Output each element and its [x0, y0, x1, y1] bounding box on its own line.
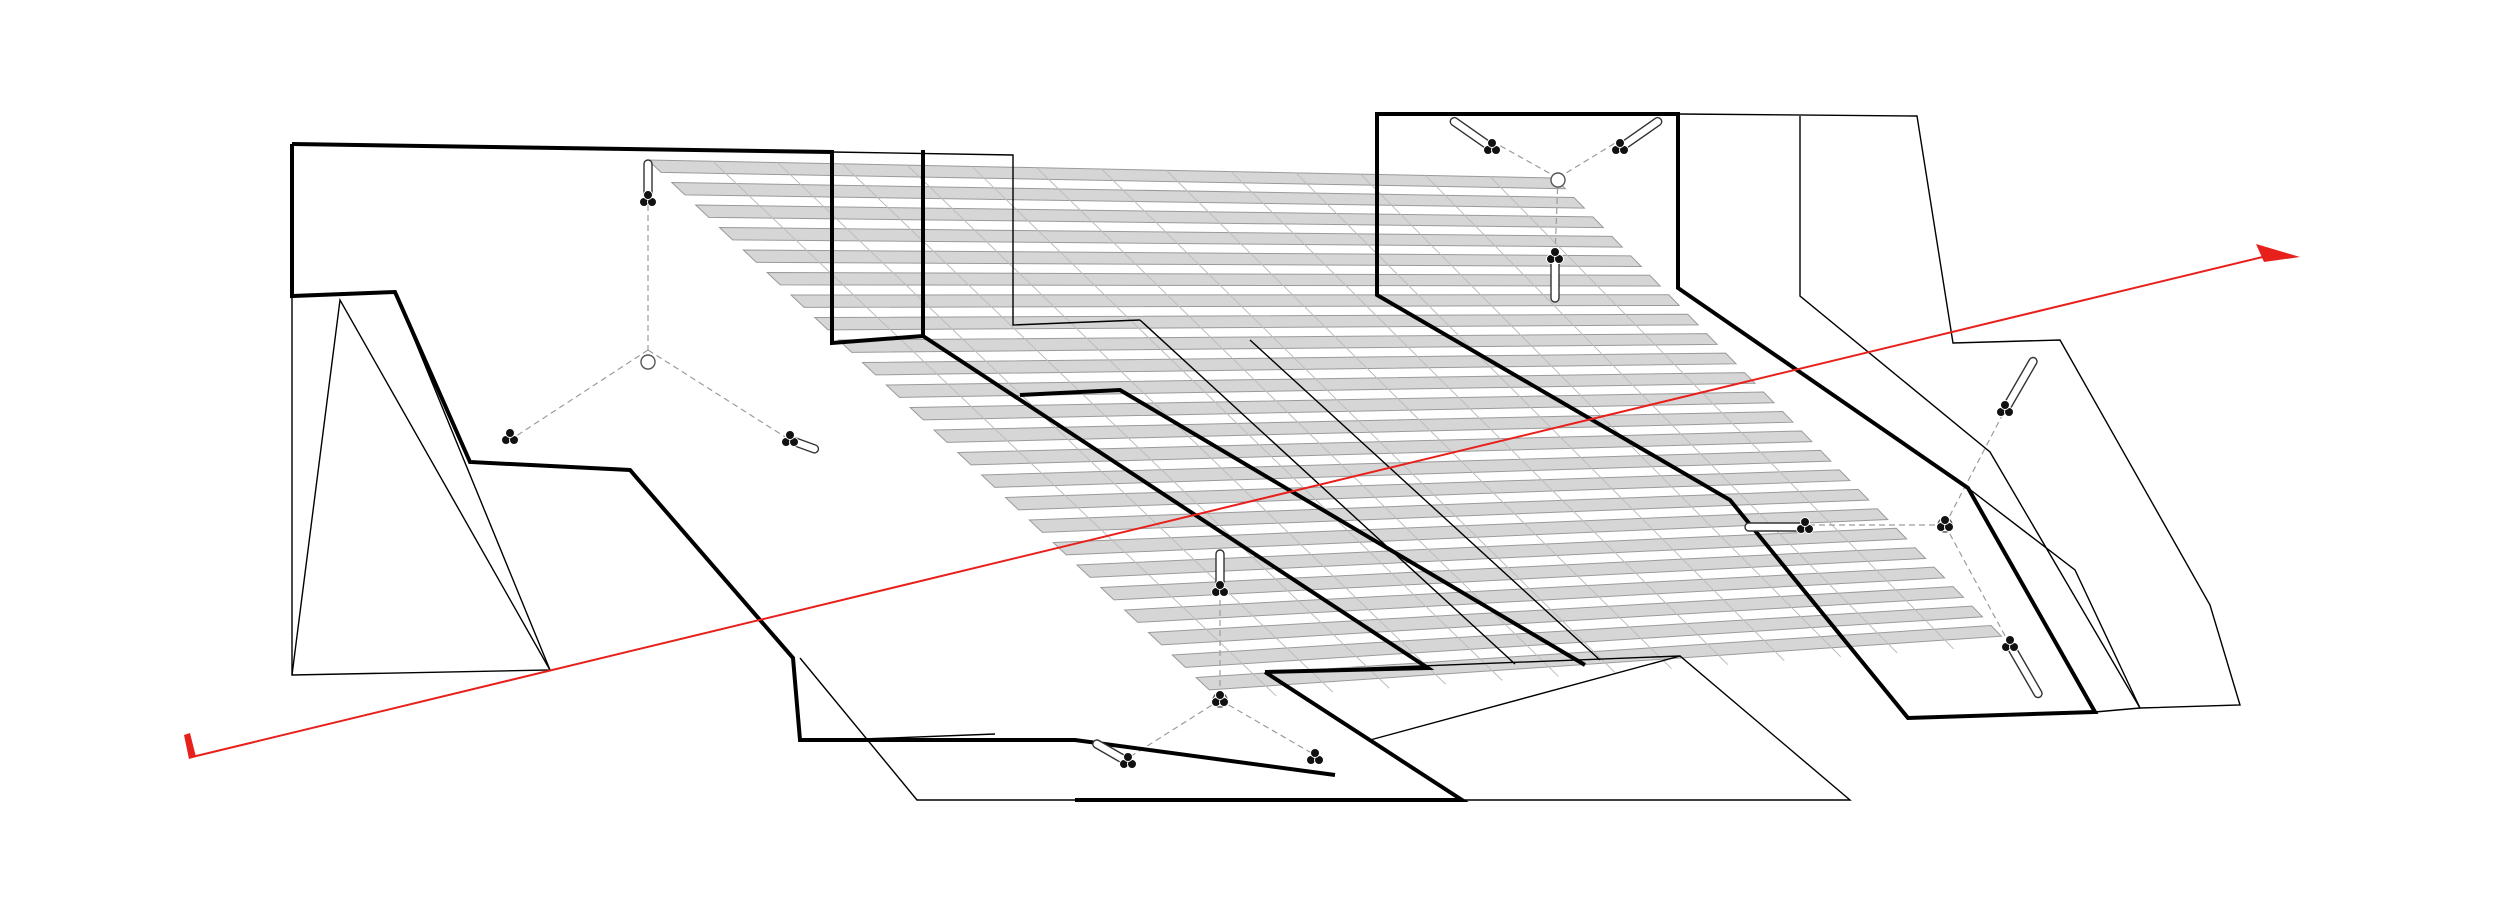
canopy-slat-band [1147, 586, 1965, 646]
center-diagonal-thin-b [1249, 339, 1601, 661]
canopy-slat-band [1051, 508, 1889, 556]
canopy-slats [646, 159, 2003, 697]
tripod-hub [1550, 172, 1566, 188]
center-inner-thick [1019, 387, 1587, 667]
center-plinth-facet [1369, 655, 1681, 741]
support-connector-node [1611, 138, 1629, 155]
support-connector-node [1119, 752, 1137, 769]
support-connector-node [1546, 247, 1564, 264]
cable-left-b [647, 349, 791, 441]
building-left [290, 142, 1336, 801]
cable-topright-b [1557, 139, 1621, 179]
support-nodes [501, 116, 2043, 769]
center-diagonal-thick [921, 334, 1435, 674]
support-connector-node [1306, 748, 1324, 765]
cable-bottom-b [1219, 699, 1316, 756]
canopy-slat-joint [777, 162, 1334, 693]
canopy-slat-band [1171, 605, 1984, 668]
cable-right-b [1944, 409, 2006, 526]
canopy-slat-band [980, 449, 1832, 488]
canopy-slat-band [813, 313, 1700, 331]
canopy-slat-joint [971, 166, 1503, 681]
left-block-back [831, 151, 1141, 326]
support-strut [1744, 522, 1806, 532]
canopy-slat-band [956, 430, 1814, 466]
canopy-slat-joint [1101, 168, 1616, 673]
left-block-step [799, 657, 1075, 801]
support-connector-node [2001, 635, 2019, 652]
canopy-slat-band [1194, 625, 2003, 691]
cable-topright-c [1554, 177, 1559, 256]
section-cut-line [191, 253, 2276, 758]
section-end-arrow [2256, 244, 2300, 262]
right-block-back [1677, 113, 2241, 709]
canopy-slat-joint [842, 163, 1390, 689]
cable-topright-a [1489, 139, 1559, 179]
canopy-slat-band [932, 410, 1795, 443]
canopy-slat-band [1004, 469, 1851, 511]
section-start-mark [184, 733, 196, 759]
right-block-base [2094, 707, 2141, 713]
canopy-slat-band [1028, 488, 1870, 533]
canopy-slat-joint [1036, 167, 1559, 677]
support-connector-node [1996, 400, 2014, 417]
building-right [1375, 112, 2241, 721]
canopy-slat-joint [1489, 176, 1954, 650]
support-connector-node [639, 190, 657, 207]
support-connector-node [781, 430, 799, 447]
canopy-slat-band [1075, 527, 1908, 578]
cable-bottom-a [1124, 699, 1221, 761]
support-connector-node [1211, 690, 1229, 707]
cable-right-c [1944, 524, 2011, 646]
left-block-wall [291, 291, 552, 676]
center-diagonal-thin-a [1139, 319, 1516, 665]
canopy-slat-band [837, 333, 1719, 353]
canopy-slat-band [1123, 566, 1946, 623]
support-connector-node [1211, 580, 1229, 597]
support-connector-node [1483, 138, 1501, 155]
cable-left-a [509, 349, 649, 441]
building-center [921, 319, 1852, 802]
tripod-hub [640, 354, 656, 370]
right-block-facet [1967, 487, 2141, 709]
canopy-slat-joint [712, 160, 1277, 697]
canopy-slat-band [861, 352, 1738, 376]
center-bottom-thick [1075, 670, 1469, 802]
center-bottom-plinth [1264, 655, 1852, 801]
left-block-roof [291, 142, 925, 346]
support-connector-node [501, 428, 519, 445]
canopy-slat-joint [1165, 169, 1672, 669]
canopy-slat-joint [1360, 173, 1842, 658]
support-connector-node [1936, 515, 1954, 532]
support-connector-node [1796, 517, 1814, 534]
left-block-ledge [862, 733, 996, 740]
left-block-thick-outline [290, 144, 1336, 777]
canopy-slat-joint [1230, 171, 1729, 665]
canopy-slat-band [885, 372, 1757, 398]
canopy-slat-joint [1425, 175, 1898, 654]
left-block-facet [291, 297, 551, 676]
section-line [184, 244, 2300, 759]
